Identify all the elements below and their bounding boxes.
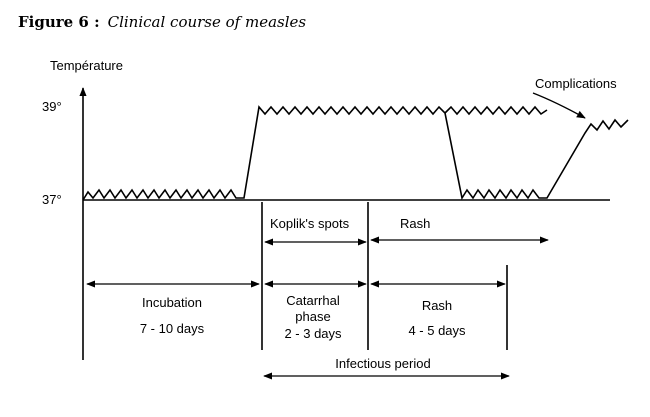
figure-caption: Clinical course of measles <box>108 13 307 31</box>
rash-top-label: Rash <box>400 216 430 231</box>
catarrhal-duration: 2 - 3 days <box>284 326 342 341</box>
fever-continuation-curve <box>444 105 548 116</box>
y-axis-label: Température <box>50 58 123 73</box>
temperature-curve <box>82 105 629 201</box>
infectious-period-label: Infectious period <box>335 356 430 371</box>
incubation-label: Incubation <box>142 295 202 310</box>
complications-arrow <box>532 92 586 119</box>
figure-title: Figure 6 : Clinical course of measles <box>18 13 306 31</box>
rash-phase-label: Rash <box>422 298 452 313</box>
kopliks-spots-label: Koplik's spots <box>270 216 350 231</box>
incubation-duration: 7 - 10 days <box>140 321 205 336</box>
rash-phase-duration: 4 - 5 days <box>408 323 466 338</box>
figure-number: Figure 6 : <box>18 13 100 31</box>
tick-37: 37° <box>42 192 62 207</box>
complications-label: Complications <box>535 76 617 91</box>
catarrhal-label-line2: phase <box>295 309 330 324</box>
catarrhal-label-line1: Catarrhal <box>286 293 340 308</box>
tick-39: 39° <box>42 99 62 114</box>
